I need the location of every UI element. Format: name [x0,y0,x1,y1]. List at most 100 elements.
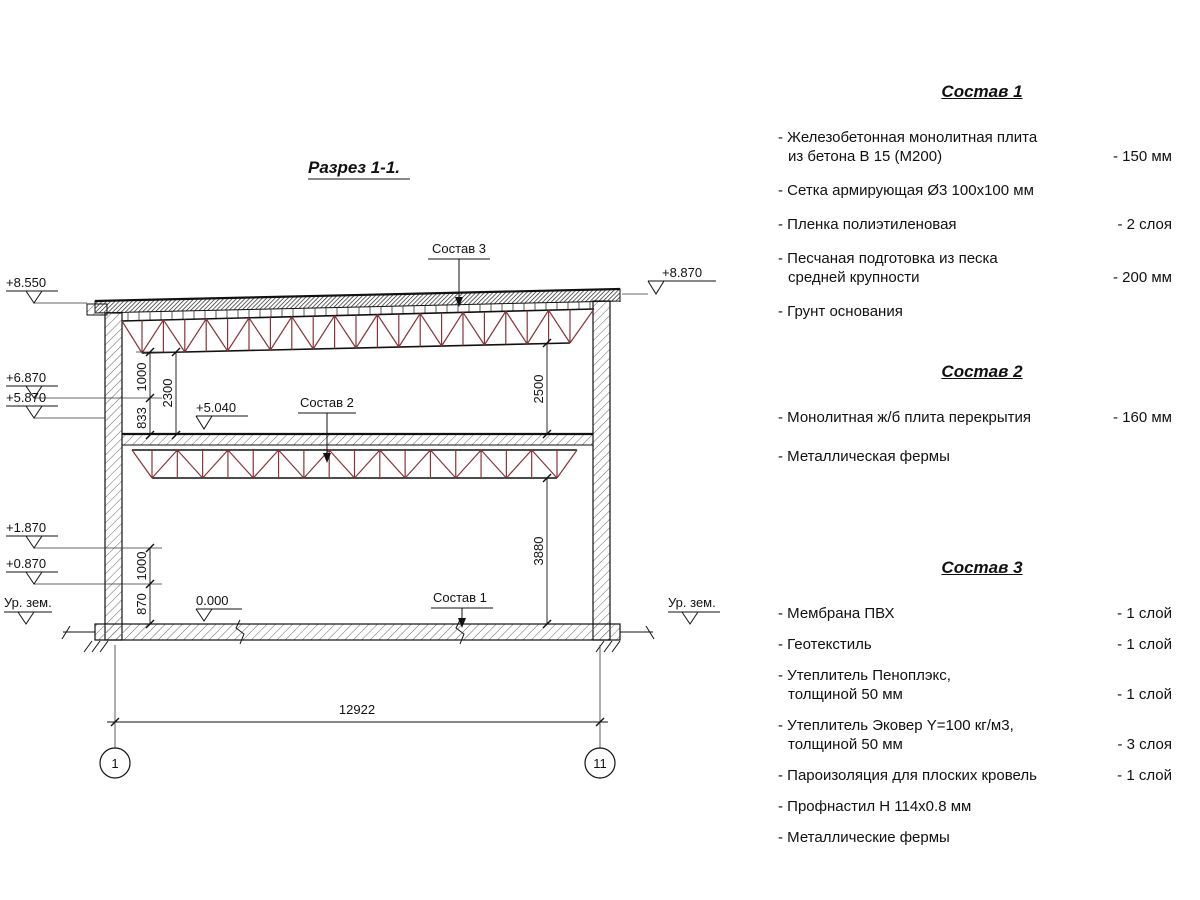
dim-label: 12922 [339,702,375,717]
roof-truss [121,308,595,354]
dim-label: 1000 [134,552,149,581]
spec-item-value: - 1 слой [1117,686,1172,703]
dim-chain-upper-right: 2500 [531,338,552,439]
dim-label: 2500 [531,375,546,404]
spec-item-text: - Грунт основания [778,303,903,320]
roof-truss-web [141,309,571,354]
spec-item: - Пароизоляция для плоских кровель - 1 с… [778,766,1186,785]
spec-item: - Утеплитель Пеноплэкс, толщиной 50 мм -… [778,666,1186,704]
axis-bubble-1: 1 [99,732,131,779]
spec-item-text: - Утеплитель Пеноплэкс, [778,667,951,684]
left-wall [104,312,123,641]
drawing-title: Разрез 1-1. [308,158,400,177]
spec-item-text: - Мембрана ПВХ [778,605,895,622]
spec-heading: Состав 2 [941,362,1023,381]
spec-item-text2: из бетона В 15 (М200) [788,148,943,165]
spec-item-text2: толщиной 50 мм [788,686,903,703]
spec-item-value: - 150 мм [1113,148,1172,165]
floor-truss [131,449,578,479]
callout-label: Состав 3 [432,241,486,256]
spec-item-text: - Сетка армирующая Ø3 100х100 мм [778,182,1034,199]
ground-level-mark-left: Ур. зем. [4,595,52,625]
spec-item-value: - 2 слоя [1117,216,1172,233]
spec-section-sostav-1: Состав 1 - Железобетонная монолитная пли… [778,82,1186,336]
truss-web-lines [127,301,591,321]
axis-label: 1 [111,756,118,771]
spec-item-text: - Пленка полиэтиленовая [778,216,957,233]
dim-label: 3880 [531,537,546,566]
spec-item: - Металлическая фермы [778,447,1186,466]
elevation-mark-0870: +0.870 [6,556,58,585]
spec-item-value: - 1 слой [1117,636,1172,653]
elevation-mark-8870: +8.870 [647,265,716,295]
spec-item: - Монолитная ж/б плита перекрытия - 160 … [778,408,1186,427]
spec-heading: Состав 1 [941,82,1023,101]
spec-item: - Профнастил Н 114х0.8 мм [778,797,1186,816]
level-lines [34,293,648,585]
spec-item-text: - Песчаная подготовка из песка [778,250,998,267]
spec-item-text: - Металлические фермы [778,829,950,846]
ground-slab [61,619,655,653]
spec-item: - Мембрана ПВХ - 1 слой [778,604,1186,623]
elevation-label: +0.870 [6,556,46,571]
callout-sostav-3: Состав 3 [428,241,490,307]
elevation-mark-0000: 0.000 [195,593,242,622]
dim-label: 833 [134,407,149,429]
truss-web-lines [151,449,558,479]
elevation-mark-5040: +5.040 [195,400,248,430]
elevation-label: 0.000 [196,593,229,608]
floor-truss-web [151,449,558,479]
spec-item-text: - Пароизоляция для плоских кровель [778,767,1037,784]
spec-item: - Пленка полиэтиленовая - 2 слоя [778,215,1186,234]
spec-section-sostav-2: Состав 2 - Монолитная ж/б плита перекрыт… [778,362,1186,486]
axis-label: 11 [593,756,607,771]
callout-sostav-2: Состав 2 [298,395,356,463]
dim-label: 2300 [160,379,175,408]
elevation-label: +8.870 [662,265,702,280]
spec-section-sostav-3: Состав 3 - Мембрана ПВХ - 1 слой - Геоте… [778,558,1186,859]
spec-heading: Состав 3 [941,558,1023,577]
ground-level-label: Ур. зем. [668,595,716,610]
callout-label: Состав 1 [433,590,487,605]
spec-item-text: - Железобетонная монолитная плита [778,129,1038,146]
spec-item-value: - 200 мм [1113,269,1172,286]
dim-chain-lower-right: 3880 [531,473,552,629]
elevation-mark-8550: +8.550 [6,275,58,304]
section-drawing: Разрез 1-1. [4,158,720,779]
spec-item-value: - 1 слой [1117,767,1172,784]
middle-floor-slab [121,432,594,446]
right-wall [592,300,611,641]
spec-item-value: - 160 мм [1113,409,1172,426]
spec-item-text: - Профнастил Н 114х0.8 мм [778,798,972,815]
roof [86,287,621,316]
spec-item-text: - Утеплитель Эковер Y=100 кг/м3, [778,717,1014,734]
spec-item: - Сетка армирующая Ø3 100х100 мм [778,181,1186,200]
spec-item: - Железобетонная монолитная плита из бет… [778,128,1186,166]
spec-item: - Металлические фермы [778,828,1186,847]
spec-item: - Геотекстиль - 1 слой [778,635,1186,654]
spec-item-value: - 3 слоя [1117,736,1172,753]
elevation-label: +6.870 [6,370,46,385]
elevation-mark-1870: +1.870 [6,520,58,549]
spec-item: - Утеплитель Эковер Y=100 кг/м3, толщино… [778,716,1186,754]
spec-item-text: - Металлическая фермы [778,448,950,465]
dim-chain-upper-left: 1000 833 2300 [134,347,186,440]
dim-overall-width: 12922 [107,645,608,732]
dim-label: 870 [134,593,149,615]
spec-item-text2: средней крупности [788,269,920,286]
axis-bubble-11: 11 [584,732,616,779]
roof-purlin-marks [127,301,591,321]
spec-item-text2: толщиной 50 мм [788,736,903,753]
callout-sostav-1: Состав 1 [431,590,493,628]
elevation-label: +1.870 [6,520,46,535]
spec-item: - Песчаная подготовка из песка средней к… [778,249,1186,287]
truss-web-lines [141,309,571,354]
dim-label: 1000 [134,363,149,392]
callout-label: Состав 2 [300,395,354,410]
spec-item: - Грунт основания [778,302,1186,321]
spec-item-value: - 1 слой [1117,605,1172,622]
ground-level-label: Ур. зем. [4,595,52,610]
ground-level-mark-right: Ур. зем. [668,595,720,625]
spec-item-text: - Геотекстиль [778,636,872,653]
